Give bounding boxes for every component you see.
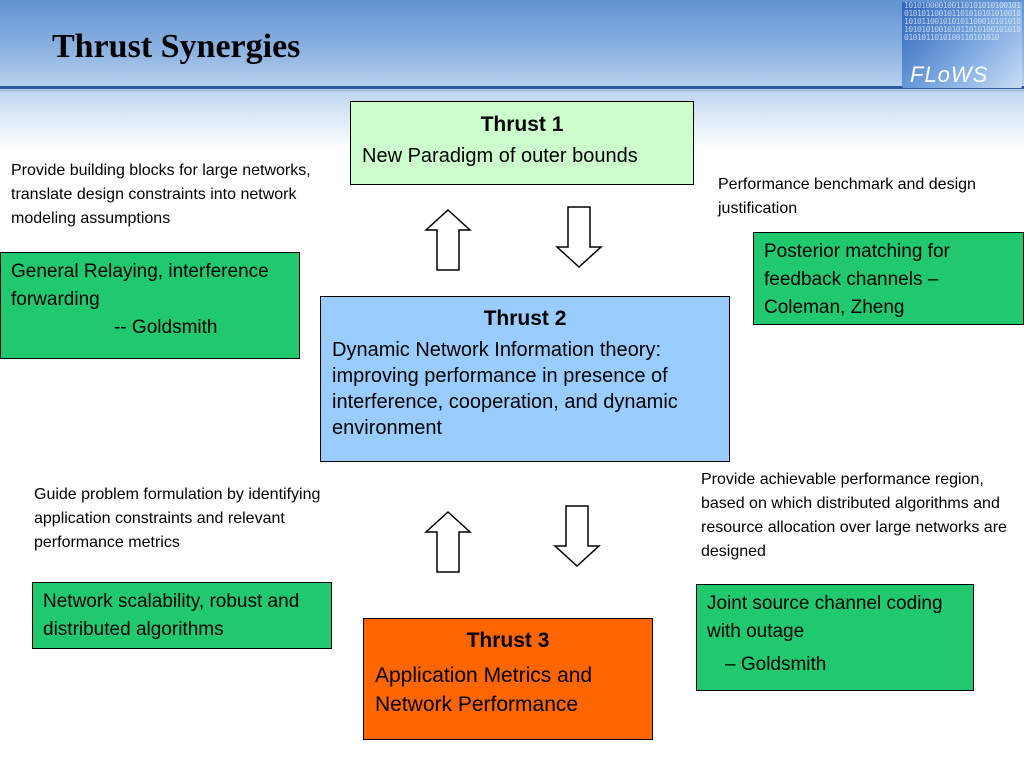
down-arrow-icon: [555, 206, 603, 269]
joint-text: Joint source channel coding with outage: [707, 593, 943, 642]
flows-logo: 1010100001001101010101001010101011001011…: [902, 2, 1022, 88]
logo-binary-pattern: 1010100001001101010101001010101011001011…: [904, 2, 1021, 42]
green-box-scalability: Network scalability, robust and distribu…: [32, 582, 332, 649]
slide-title: Thrust Synergies: [52, 28, 301, 65]
green-box-posterior: Posterior matching for feedback channels…: [753, 232, 1024, 325]
thrust-1-box: Thrust 1 New Paradigm of outer bounds: [350, 101, 694, 185]
scalability-text: Network scalability, robust and distribu…: [43, 591, 300, 640]
header-rule-thin: [0, 90, 1024, 91]
note-top-right: Performance benchmark and design justifi…: [718, 176, 976, 217]
note-top-left: Provide building blocks for large networ…: [11, 162, 311, 227]
green-box-joint: Joint source channel coding with outage …: [696, 584, 974, 691]
note-bottom-left: Guide problem formulation by identifying…: [34, 486, 321, 551]
thrust-3-box: Thrust 3 Application Metrics and Network…: [363, 618, 653, 740]
thrust-2-heading: Thrust 2: [483, 307, 567, 330]
up-arrow-icon: [424, 208, 472, 271]
thrust-2-text: Dynamic Network Information theory: impr…: [332, 339, 678, 439]
relaying-author: -- Goldsmith: [114, 317, 218, 338]
note-bottom-right: Provide achievable performance region, b…: [701, 471, 1007, 560]
thrust-3-text: Application Metrics and Network Performa…: [375, 664, 593, 716]
thrust-2-box: Thrust 2 Dynamic Network Information the…: [320, 296, 730, 462]
posterior-text: Posterior matching for feedback channels…: [764, 241, 950, 318]
thrust-1-text: New Paradigm of outer bounds: [362, 145, 638, 167]
relaying-text: General Relaying, interference forwardin…: [11, 261, 269, 310]
green-box-relaying: General Relaying, interference forwardin…: [0, 252, 300, 359]
joint-author: – Goldsmith: [725, 654, 827, 675]
thrust-3-heading: Thrust 3: [466, 629, 550, 652]
up-arrow-icon: [424, 510, 472, 573]
down-arrow-icon: [553, 505, 601, 568]
logo-text: FLoWS: [910, 62, 989, 87]
header-rule: [0, 86, 1024, 89]
thrust-1-heading: Thrust 1: [480, 113, 564, 136]
